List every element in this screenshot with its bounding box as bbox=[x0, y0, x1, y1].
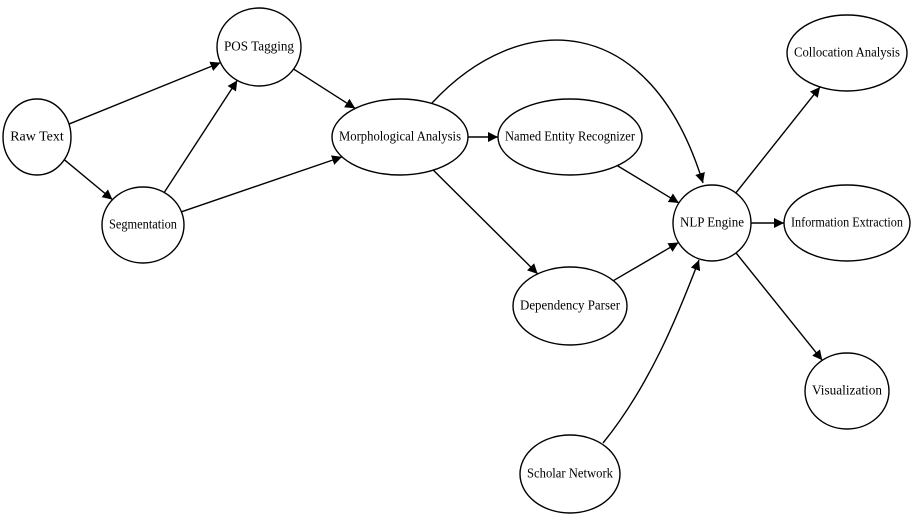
node-label: Information Extraction bbox=[791, 216, 903, 231]
edge-morph-nlp bbox=[431, 39, 705, 184]
node-label: Dependency Parser bbox=[520, 299, 620, 314]
edge-seg-morph bbox=[181, 155, 343, 213]
node-seg: Segmentation bbox=[101, 186, 185, 264]
node-ner: Named Entity Recognizer bbox=[497, 98, 643, 176]
edge-raw-seg bbox=[63, 159, 113, 201]
edge-ner-nlp bbox=[616, 165, 680, 204]
node-label: Raw Text bbox=[10, 130, 64, 145]
edge-seg-pos bbox=[163, 79, 238, 193]
edge-morph-dep bbox=[432, 169, 539, 275]
node-label: Scholar Network bbox=[527, 467, 613, 482]
node-label: NLP Engine bbox=[680, 216, 744, 231]
node-label: Morphological Analysis bbox=[339, 130, 461, 145]
node-pos: POS Tagging bbox=[216, 7, 302, 87]
edge-pos-morph bbox=[293, 68, 356, 109]
edge-dep-nlp bbox=[612, 241, 679, 282]
node-shape bbox=[331, 98, 469, 176]
node-dep: Dependency Parser bbox=[512, 266, 628, 346]
node-shape bbox=[216, 7, 302, 87]
node-info: Information Extraction bbox=[783, 184, 911, 262]
edge-nlp-vis bbox=[735, 252, 823, 361]
node-col: Collocation Analysis bbox=[786, 14, 908, 92]
node-shape bbox=[101, 186, 185, 264]
node-shape bbox=[786, 14, 908, 92]
node-label: POS Tagging bbox=[224, 40, 294, 55]
node-sch: Scholar Network bbox=[519, 434, 621, 514]
node-label: Named Entity Recognizer bbox=[505, 130, 635, 145]
node-shape bbox=[497, 98, 643, 176]
node-morph: Morphological Analysis bbox=[331, 98, 469, 176]
node-vis: Visualization bbox=[804, 352, 890, 430]
node-label: Visualization bbox=[812, 384, 882, 399]
node-raw: Raw Text bbox=[2, 98, 72, 176]
node-label: Collocation Analysis bbox=[794, 46, 900, 61]
edge-nlp-col bbox=[735, 86, 821, 194]
node-shape bbox=[519, 434, 621, 514]
node-shape bbox=[512, 266, 628, 346]
node-shape bbox=[804, 352, 890, 430]
node-shape bbox=[783, 184, 911, 262]
node-label: Segmentation bbox=[109, 218, 177, 233]
node-shape bbox=[2, 98, 72, 176]
node-nlp: NLP Engine bbox=[672, 184, 752, 262]
node-shape bbox=[672, 184, 752, 262]
edge-sch-nlp bbox=[602, 259, 701, 444]
edge-raw-pos bbox=[68, 61, 221, 125]
